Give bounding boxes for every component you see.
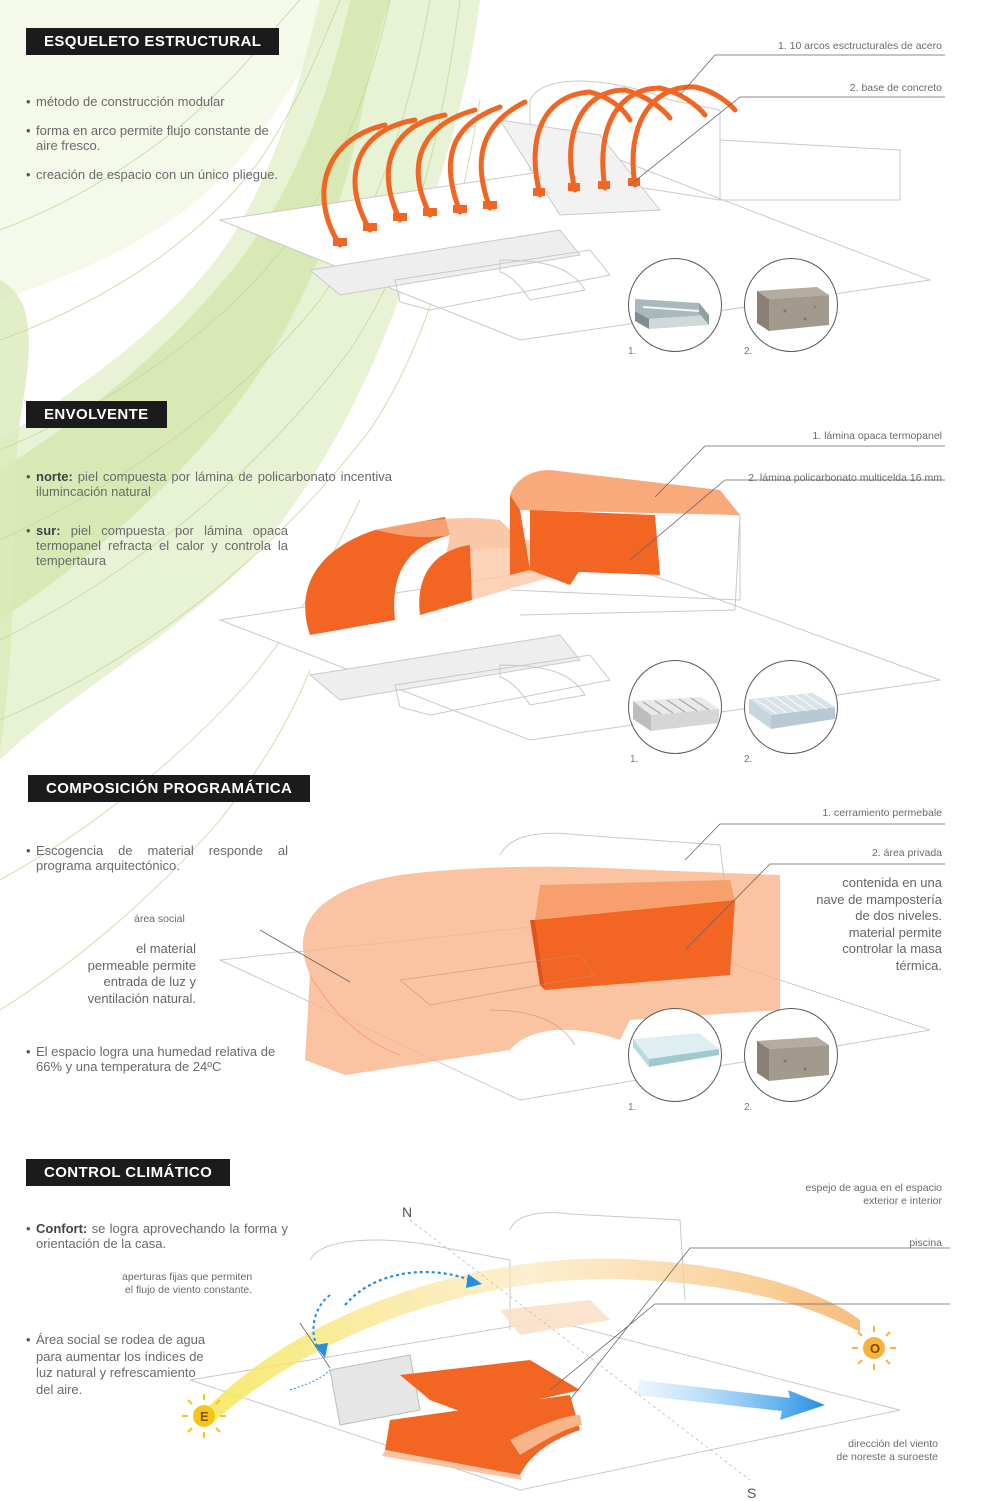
bullet-item: forma en arco permite flujo constante de…	[26, 123, 288, 153]
section-title: CONTROL CLIMÁTICO	[26, 1159, 231, 1186]
callout-termopanel: 1. lámina opaca termopanel	[812, 430, 942, 442]
section-title: COMPOSICIÓN PROGRAMÁTICA	[28, 775, 311, 802]
bullet-list: norte: piel compuesta por lámina de poli…	[26, 469, 392, 582]
bullet-item: método de construcción modular	[26, 94, 288, 109]
swatch-label: 1.	[628, 346, 637, 357]
section-control: CONTROL CLIMÁTICO Confort: se logra apro…	[0, 1130, 984, 1501]
bullet-item: sur: piel compuesta por lámina opaca ter…	[26, 523, 288, 568]
glass-swatch	[628, 1008, 722, 1102]
sun-east-icon	[182, 1394, 226, 1438]
termopanel-swatch	[628, 660, 722, 754]
callout-aperturas: aperturas fijas que permiten el flujo de…	[122, 1271, 252, 1297]
callout-piscina: piscina	[909, 1237, 942, 1249]
swatch-label: 1.	[630, 754, 639, 765]
bullet-bold: norte:	[36, 469, 73, 484]
bullet-list: Área social se rodea de agua para aument…	[26, 1332, 206, 1412]
callout-espejo-agua: espejo de agua en el espacio exterior e …	[805, 1182, 942, 1208]
swatch-label: 2.	[744, 346, 753, 357]
envelope-diagram	[218, 445, 945, 741]
sun-east-label: E	[200, 1409, 209, 1424]
note-text: el material permeable permite entrada de…	[87, 941, 196, 1006]
program-composition-diagram	[218, 823, 945, 1101]
callout-area-privada: 2. área privada	[871, 847, 942, 859]
bullet-text: se logra aprovechando la forma y orienta…	[36, 1221, 288, 1251]
bullet-text: Área social se rodea de agua para aument…	[36, 1332, 206, 1397]
section-envolvente: ENVOLVENTE norte: piel compuesta por lám…	[0, 380, 984, 770]
structural-skeleton-diagram	[218, 54, 945, 341]
swatch-label: 2.	[744, 754, 753, 765]
bullet-item: norte: piel compuesta por lámina de poli…	[26, 469, 392, 499]
bullet-item: creación de espacio con un único pliegue…	[26, 167, 288, 182]
sun-west-label: O	[870, 1341, 881, 1356]
callout-concrete-base: 2. base de concreto	[849, 82, 942, 94]
section-esqueleto: ESQUELETO ESTRUCTURAL método de construc…	[0, 0, 984, 380]
callout-area-social: área social	[134, 913, 185, 925]
steel-profile-swatch	[628, 258, 722, 352]
compass-south: S	[747, 1485, 757, 1501]
compass-north: N	[402, 1204, 413, 1220]
note-privada: contenida en una nave de mampostería de …	[816, 875, 942, 974]
bullet-text: piel compuesta por lámina opaca termopan…	[36, 523, 288, 568]
wind-arrow-icon	[635, 1380, 825, 1420]
bullet-item: Escogencia de material responde al progr…	[26, 843, 288, 873]
bullet-list: método de construcción modular forma en …	[26, 94, 288, 196]
bullet-text: piel compuesta por lámina de policarbona…	[36, 469, 392, 499]
callout-viento: dirección del viento de noreste a suroes…	[836, 1438, 938, 1464]
bullet-list: Confort: se logra aprovechando la forma …	[26, 1221, 288, 1265]
policarbonato-swatch	[744, 660, 838, 754]
bullet-list: El espacio logra una humedad relativa de…	[26, 1044, 276, 1088]
note-permeable: el material permeable permite entrada de…	[88, 941, 196, 1007]
concrete-block-swatch	[744, 1008, 838, 1102]
swatch-label: 1.	[628, 1102, 637, 1113]
climate-control-diagram	[182, 1212, 950, 1491]
callout-policarbonato: 2. lámina policarbonato multicelda 16 mm	[748, 472, 942, 484]
concrete-block-swatch	[744, 258, 838, 352]
bullet-item: Confort: se logra aprovechando la forma …	[26, 1221, 288, 1251]
swatch-label: 2.	[744, 1102, 753, 1113]
section-composicion: COMPOSICIÓN PROGRAMÁTICA Escogencia de m…	[0, 770, 984, 1130]
callout-text: dirección del viento de noreste a suroes…	[836, 1438, 938, 1463]
callout-text: espejo de agua en el espacio exterior e …	[805, 1182, 942, 1207]
callout-cerramiento: 1. cerramiento permebale	[822, 807, 942, 819]
bullet-bold: Confort:	[36, 1221, 88, 1236]
bullet-item: El espacio logra una humedad relativa de…	[26, 1044, 276, 1074]
section-title: ENVOLVENTE	[26, 401, 167, 428]
section-title: ESQUELETO ESTRUCTURAL	[26, 28, 280, 55]
sun-west-icon	[852, 1326, 896, 1370]
bullet-bold: sur:	[36, 523, 61, 538]
callout-text: aperturas fijas que permiten el flujo de…	[122, 1271, 253, 1296]
note-text: contenida en una nave de mampostería de …	[816, 875, 942, 973]
bullet-item: Área social se rodea de agua para aument…	[26, 1332, 206, 1398]
bullet-list: Escogencia de material responde al progr…	[26, 843, 288, 887]
callout-steel-arches: 1. 10 arcos esctructurales de acero	[777, 40, 942, 52]
